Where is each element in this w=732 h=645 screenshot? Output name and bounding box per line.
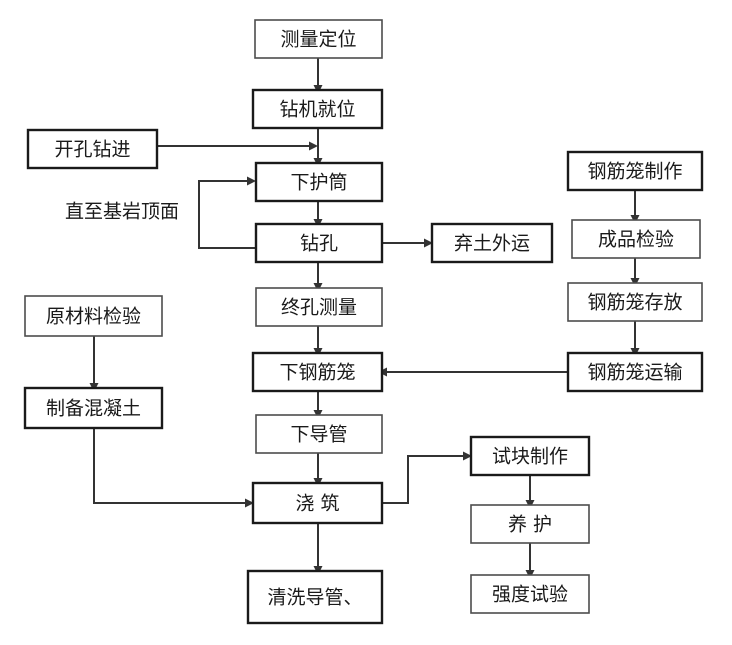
node-box-gangjinlongyunshu	[566, 351, 704, 393]
node-qiangduoshiyan[interactable]: 强度试验	[470, 574, 590, 614]
node-box-yuancailiaojianyan	[24, 295, 163, 337]
node-box-qituwaiyun	[430, 222, 554, 264]
node-label-qiangduoshiyan: 强度试验	[492, 584, 568, 606]
node-label-celiangdingwei: 测量定位	[280, 29, 356, 51]
node-box-celiangdingwei	[254, 19, 383, 59]
node-box-xiahutong	[254, 161, 384, 203]
node-jiaozhu[interactable]: 浇 筑	[251, 481, 384, 525]
node-label-qituwaiyun: 弃土外运	[454, 233, 530, 255]
free-labels-layer: 直至基岩顶面	[65, 201, 179, 223]
node-label-xiagangjinlong: 下钢筋笼	[279, 362, 355, 384]
node-box-zhongkongceliang	[255, 287, 383, 327]
node-label-gangjinlongyunshu: 钢筋笼运输	[587, 362, 682, 384]
node-label-shikuaizhizuo: 试块制作	[492, 446, 568, 468]
node-label-gangjinlongzhizuo: 钢筋笼制作	[587, 161, 682, 183]
node-shikuaizhizuo[interactable]: 试块制作	[469, 435, 591, 477]
node-box-zhibeihunningtu	[23, 386, 164, 430]
node-qituwaiyun[interactable]: 弃土外运	[430, 222, 554, 264]
node-box-yanghu	[470, 504, 590, 544]
connector-jiaozhu-to-shikuaizhizuo	[382, 451, 472, 504]
node-label-xiadaoguan: 下导管	[290, 424, 347, 446]
node-label-yanghu: 养 护	[508, 514, 552, 536]
node-label-zuankong: 钻孔	[300, 233, 338, 255]
node-xiagangjinlong[interactable]: 下钢筋笼	[251, 351, 384, 393]
node-label-jiaozhu: 浇 筑	[295, 493, 339, 515]
node-zhongkongceliang[interactable]: 终孔测量	[255, 287, 383, 327]
node-box-zuanjijiuwei	[251, 88, 384, 130]
node-gangjinlongcunfang[interactable]: 钢筋笼存放	[567, 282, 703, 322]
node-xiahutong[interactable]: 下护筒	[254, 161, 384, 203]
node-zuankong[interactable]: 钻孔	[254, 222, 384, 264]
node-box-kaikongzuanjin	[26, 128, 159, 170]
node-label-qingxidaoguan: 清洗导管、	[267, 587, 362, 609]
node-gangjinlongzhizuo[interactable]: 钢筋笼制作	[566, 150, 704, 192]
node-kaikongzuanjin[interactable]: 开孔钻进	[26, 128, 159, 170]
node-box-qiangduoshiyan	[470, 574, 590, 614]
connections-layer	[89, 58, 640, 579]
node-box-zuankong	[254, 222, 384, 264]
node-zhibeihunningtu[interactable]: 制备混凝土	[23, 386, 164, 430]
node-box-xiadaoguan	[255, 414, 383, 454]
node-yuancailiaojianyan[interactable]: 原材料检验	[24, 295, 163, 337]
node-label-zhongkongceliang: 终孔测量	[281, 297, 357, 319]
node-xiadaoguan[interactable]: 下导管	[255, 414, 383, 454]
node-label-yuancailiaojianyan: 原材料检验	[46, 306, 141, 328]
connector-zhibeihunningtu-to-jiaozhu	[93, 428, 254, 508]
node-celiangdingwei[interactable]: 测量定位	[254, 19, 383, 59]
node-box-qingxidaoguan	[246, 569, 384, 625]
node-box-gangjinlongcunfang	[567, 282, 703, 322]
node-label-zuanjijiuwei: 钻机就位	[279, 99, 355, 121]
node-label-zhibeihunningtu: 制备混凝土	[46, 398, 141, 420]
node-yanghu[interactable]: 养 护	[470, 504, 590, 544]
node-box-gangjinlongzhizuo	[566, 150, 704, 192]
node-gangjinlongyunshu[interactable]: 钢筋笼运输	[566, 351, 704, 393]
node-box-jiaozhu	[251, 481, 384, 525]
node-label-xiahutong: 下护筒	[290, 172, 347, 194]
node-zuanjijiuwei[interactable]: 钻机就位	[251, 88, 384, 130]
node-box-shikuaizhizuo	[469, 435, 591, 477]
node-box-chengpinjianyan	[571, 219, 701, 259]
node-label-chengpinjianyan: 成品检验	[598, 229, 674, 251]
node-box-xiagangjinlong	[251, 351, 384, 393]
node-label-gangjinlongcunfang: 钢筋笼存放	[587, 292, 682, 314]
connector-zuankong-to-xiahutong	[198, 176, 256, 249]
node-label-kaikongzuanjin: 开孔钻进	[54, 139, 130, 161]
free-label-zhizhijiyandingmian: 直至基岩顶面	[65, 201, 179, 223]
node-qingxidaoguan[interactable]: 清洗导管、	[246, 569, 384, 625]
node-chengpinjianyan[interactable]: 成品检验	[571, 219, 701, 259]
